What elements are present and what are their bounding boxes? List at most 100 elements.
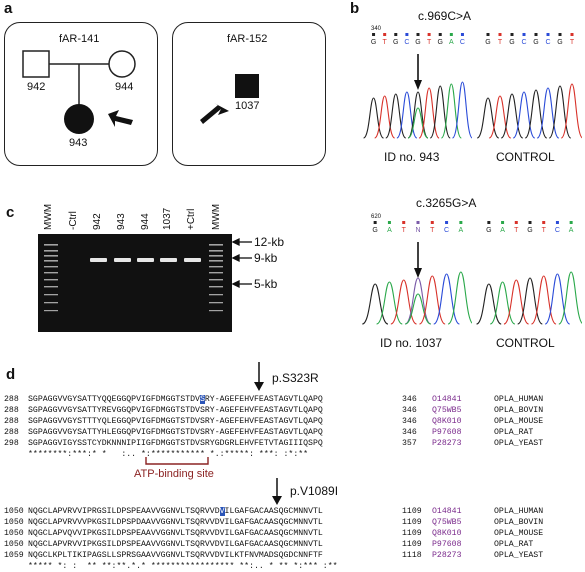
row-end: 1118 — [402, 551, 422, 560]
sequence-pre: NQGCLAPVRVVVPKGSILDPSPDAAVVGGNVLTSQRVVD — [28, 518, 220, 527]
base-marker — [445, 221, 449, 224]
sequence-post: VILGAFGACAASQGCMNNVTL — [219, 540, 323, 549]
trace-peak — [503, 279, 530, 325]
protein-name: OPLA_MOUSE — [494, 417, 544, 426]
base-marker — [373, 221, 377, 224]
base-call: G — [485, 39, 490, 46]
sequence-post: ILGAFGACAASQGCMNNVTL — [224, 507, 323, 516]
base-call: A — [500, 227, 505, 234]
trace-peak — [512, 91, 536, 139]
base-call: T — [498, 39, 503, 46]
base-marker — [394, 33, 398, 36]
sequence-pre: NQGCLAPVQVVIPKGSILDPSPEAAVVGGNVLTSQRVVD — [28, 529, 220, 538]
pedigree-1-drawing — [22, 50, 136, 134]
row-start: 1059 — [4, 551, 24, 560]
base-call: T — [542, 227, 547, 234]
mutation-1-arrow — [254, 362, 264, 391]
base-call: G — [527, 227, 532, 234]
lane-label: -Ctrl — [68, 211, 79, 230]
lane-label: 943 — [116, 213, 127, 230]
base-call: T — [427, 39, 432, 46]
trace-peak — [451, 81, 472, 139]
base-call: N — [415, 227, 420, 234]
base-marker — [427, 33, 431, 36]
trace-peak — [476, 97, 500, 139]
row-start: 298 — [4, 439, 19, 448]
marker-5kb: 5-kb — [254, 277, 278, 291]
consensus-line: ********:***:* * :.. *:*********** *.:**… — [28, 450, 309, 459]
mother-id: 944 — [115, 81, 134, 93]
base-call: C — [545, 39, 550, 46]
mutation-2-label: p.V1089I — [290, 484, 339, 498]
base-call: G — [437, 39, 442, 46]
base-call: C — [404, 39, 409, 46]
row-end: 346 — [402, 417, 417, 426]
control-2-label: CONTROL — [496, 336, 555, 350]
accession: P28273 — [432, 439, 462, 448]
base-marker — [486, 33, 490, 36]
variant-arrow-head — [414, 80, 422, 90]
marker-12kb: 12-kb — [254, 235, 285, 249]
row-start: 1050 — [4, 540, 24, 549]
base-call: C — [460, 39, 465, 46]
protein-name: OPLA_RAT — [494, 428, 534, 437]
lane-label: 1037 — [162, 207, 173, 230]
base-call: G — [509, 39, 514, 46]
trace-peak — [524, 89, 548, 139]
mutation-2-arrow — [272, 478, 282, 505]
row-start: 288 — [4, 417, 19, 426]
trace-peak — [476, 283, 502, 325]
variant-1-title: c.969C>A — [418, 9, 472, 23]
accession: O14841 — [432, 507, 462, 516]
atp-binding-label: ATP-binding site — [134, 468, 214, 480]
control-1-label: CONTROL — [496, 150, 555, 164]
accession: Q75WB5 — [432, 518, 462, 527]
protein-name: OPLA_YEAST — [494, 551, 544, 560]
base-call: G — [371, 39, 376, 46]
gel-image — [38, 234, 232, 332]
trace-peak — [560, 83, 582, 139]
base-marker — [501, 221, 505, 224]
base-marker — [402, 221, 406, 224]
variant-arrow-head — [414, 268, 422, 278]
protein-name: OPLA_RAT — [494, 540, 534, 549]
sequence-pre: NQGCLAPVRVVIPKGSILDPSPEAAVVGGNVLTSQRVVD — [28, 540, 220, 549]
base-marker — [460, 33, 464, 36]
base-marker — [487, 221, 491, 224]
lane-label: MWM — [211, 203, 222, 230]
pedigree-family-1: fAR-141 942 944 943 — [4, 22, 158, 166]
trace-peak — [558, 271, 582, 325]
family-2-label: fAR-152 — [227, 33, 268, 45]
sequence-pre: SGPAGGVVGYSATTYREVGGQPVIGFDMGGTSTDV — [28, 406, 200, 415]
consensus-row: ********:***:* * :.. *:*********** *.:**… — [4, 449, 308, 460]
trace-peak — [429, 85, 451, 139]
trace-peak — [418, 275, 446, 325]
base-call: G — [415, 39, 420, 46]
trace-peak — [363, 97, 385, 139]
father-id: 942 — [27, 81, 46, 93]
protein-name: OPLA_HUMAN — [494, 395, 544, 404]
base-marker — [510, 33, 514, 36]
atp-site-bracket — [145, 457, 209, 465]
sequence-post: VILKTFNVMADSQGDCNNFTF — [219, 551, 323, 560]
sequence-post: SRY-AGEFEHVFEASTAGVTLQAPQ — [199, 417, 323, 426]
base-call: C — [521, 39, 526, 46]
highlighted-residue: V — [219, 507, 225, 516]
position-number-2: 620 — [371, 214, 382, 220]
base-call: A — [459, 227, 464, 234]
base-marker — [405, 33, 409, 36]
sequence-post: VILGAFGACAASQGCMNNVTL — [219, 529, 323, 538]
consensus-line: ***** *: : ** **:**.*.* ****************… — [28, 562, 338, 571]
base-call: G — [393, 39, 398, 46]
panel-d-letter: d — [6, 366, 16, 383]
trace-peak — [440, 83, 462, 139]
row-end: 1109 — [402, 540, 422, 549]
